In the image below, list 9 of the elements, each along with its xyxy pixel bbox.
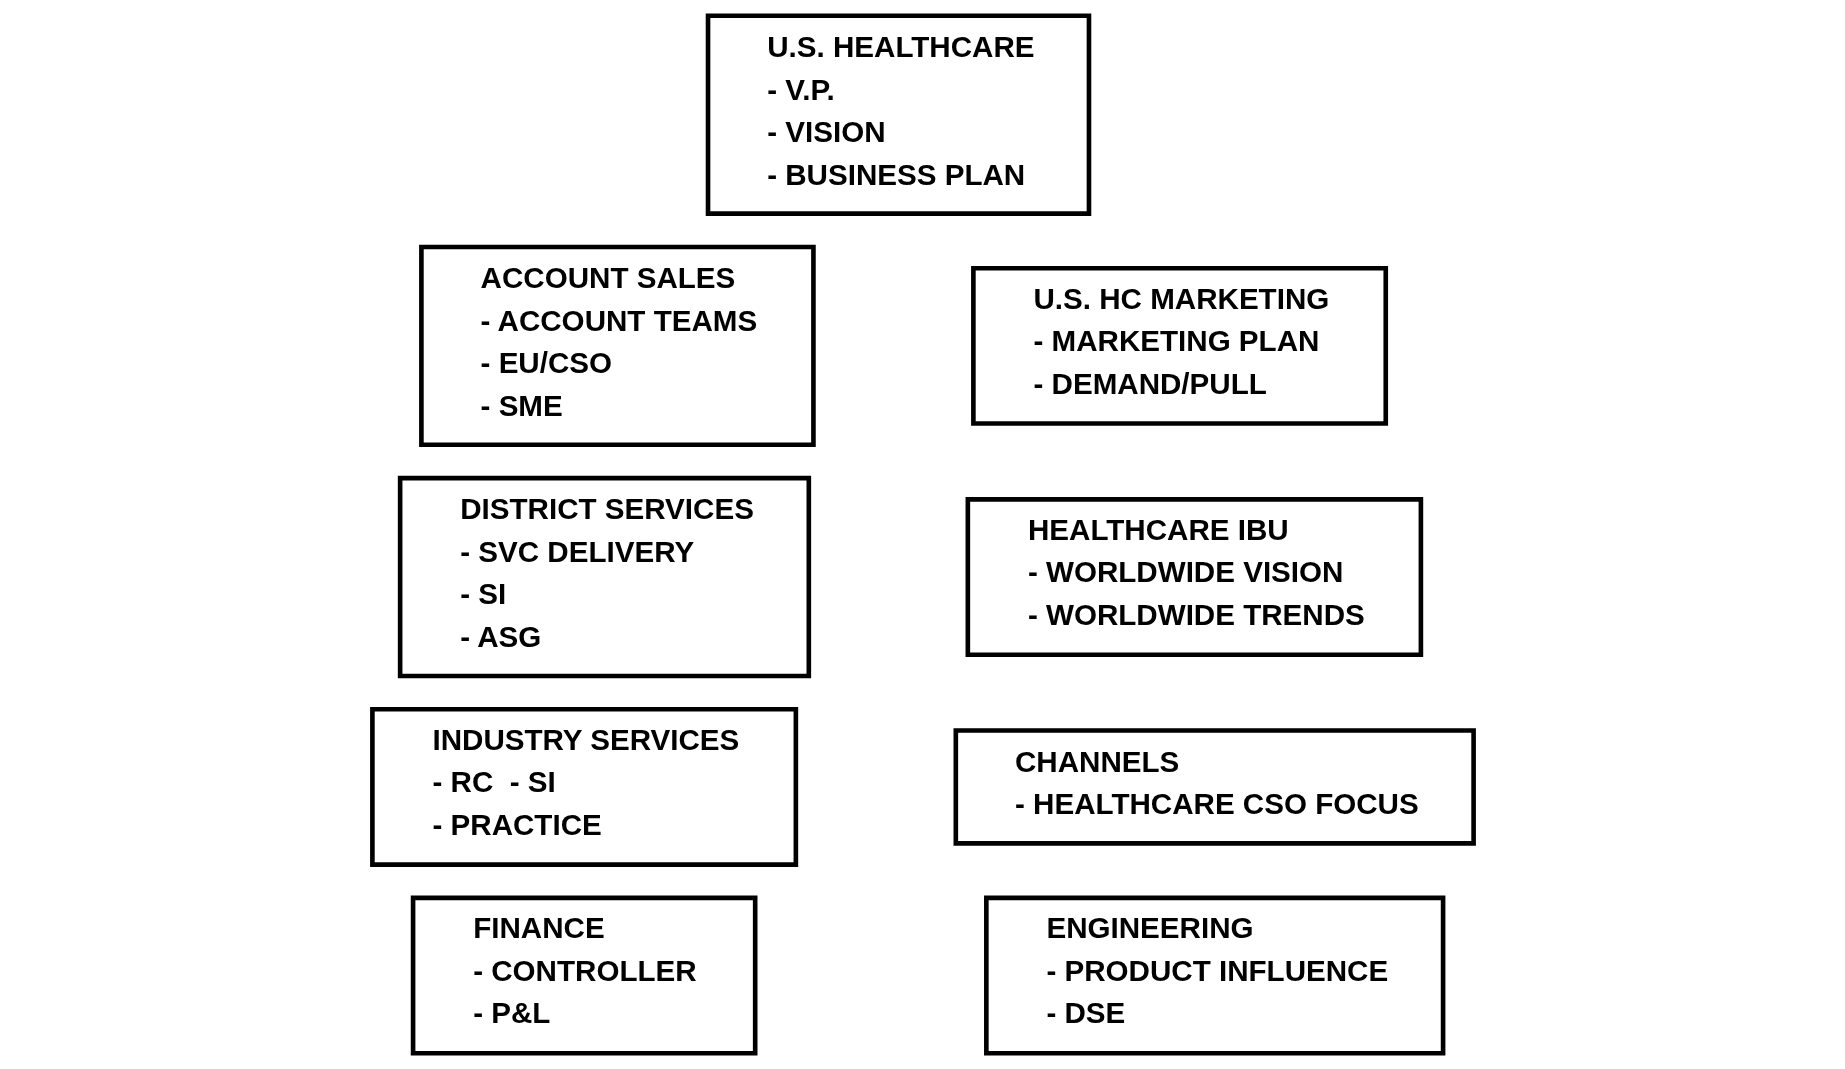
node-box: DISTRICT SERVICES - SVC DELIVERY - SI - ASG: [397, 475, 811, 679]
node-box: U.S. HEALTHCARE - V.P. - VISION - BUSINESS PLAN: [705, 13, 1091, 216]
node-box: U.S. HC MARKETING - MARKETING PLAN - DEMAND/PULL: [970, 265, 1388, 426]
node-box: FINANCE - CONTROLLER - P&L: [410, 895, 757, 1056]
node-box: ENGINEERING - PRODUCT INFLUENCE - DSE: [983, 895, 1445, 1056]
node-box: ACCOUNT SALES - ACCOUNT TEAMS - EU/CSO - SME: [418, 244, 816, 448]
node-box: CHANNELS - HEALTHCARE CSO FOCUS: [953, 728, 1476, 846]
node-box: HEALTHCARE IBU - WORLDWIDE VISION - WORLDWIDE TRENDS: [965, 497, 1423, 657]
node-box: INDUSTRY SERVICES - RC - SI - PRACTICE: [369, 706, 798, 867]
